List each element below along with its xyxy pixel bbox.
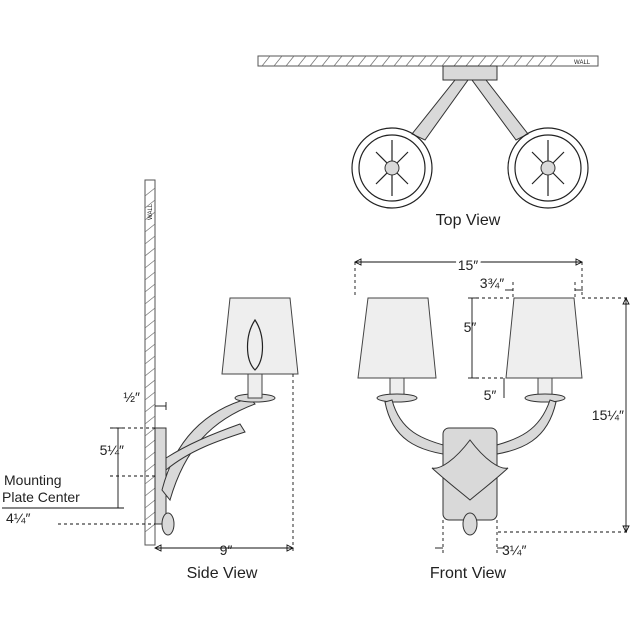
- side-finial: [161, 512, 175, 536]
- top-view: WALL Top View: [257, 55, 599, 229]
- dim-overall-height: 15¼″: [592, 407, 624, 423]
- dim-shade-height: 5″: [464, 319, 477, 335]
- front-right-lampshade: [505, 297, 583, 379]
- side-candle-sleeve: [247, 373, 263, 399]
- side-view-wall: WALL: [144, 179, 156, 546]
- front-view-label: Front View: [430, 565, 507, 582]
- side-bulb: [246, 318, 264, 371]
- side-view: WALL 9″ ½″ 5¼″ Mounting Plate Cent: [2, 179, 299, 582]
- top-right-shade: [507, 127, 589, 209]
- dim-extension: 9″: [220, 542, 233, 558]
- top-view-label: Top View: [436, 212, 501, 229]
- dim-backplate-width: 3¼″: [502, 542, 526, 558]
- front-view: 15″ 3¾″ 5″ 5″ 15¼″: [353, 254, 630, 582]
- front-leaf-ornament: [431, 439, 509, 501]
- dim-overall-width: 15″: [458, 257, 479, 273]
- top-left-shade: [351, 127, 433, 209]
- side-dimensions: 9″ ½″ 5¼″ Mounting Plate Center 4¼″: [2, 374, 295, 558]
- dim-shade-bottom: 5″: [484, 387, 497, 403]
- side-view-label: Side View: [187, 565, 258, 582]
- front-right-bobeche: [524, 393, 566, 403]
- top-wall-label: WALL: [574, 60, 591, 66]
- side-wall-label: WALL: [148, 203, 154, 220]
- front-left-bobeche: [376, 393, 418, 403]
- front-finial: [462, 512, 478, 536]
- side-mounting-plate: [154, 427, 167, 525]
- dim-plate-depth: ½″: [123, 389, 140, 405]
- front-left-lampshade: [357, 297, 437, 379]
- label-plate-center: Plate Center: [2, 489, 80, 505]
- top-view-wall: WALL: [257, 55, 599, 67]
- dim-plate-bottom: 4¼″: [6, 510, 30, 526]
- dim-shade-offset: 3¾″: [480, 275, 504, 291]
- label-mounting: Mounting: [4, 472, 62, 488]
- side-arm: [161, 397, 256, 502]
- dim-plate-top: 5¼″: [100, 442, 124, 458]
- top-view-arms: [411, 79, 529, 141]
- side-leaf: [165, 423, 246, 472]
- top-mounting-plate: [442, 65, 498, 81]
- side-lampshade: [221, 297, 299, 375]
